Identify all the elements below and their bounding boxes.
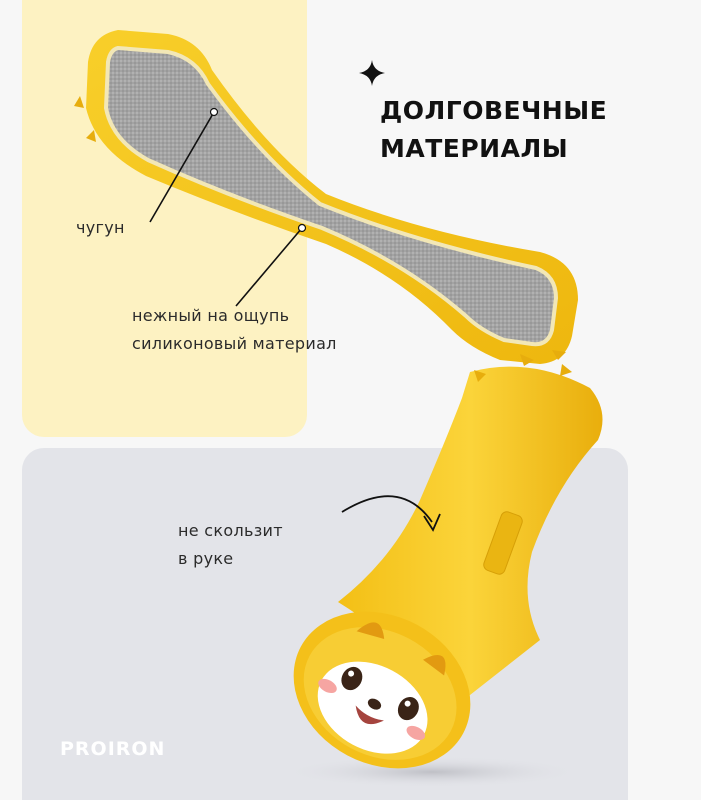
iron-callout-dot (209, 107, 219, 117)
shiba-face-icon (293, 611, 471, 769)
brand-logo: PROIRON (60, 738, 166, 760)
callout-silicone-line-1: нежный на ощупь (132, 306, 290, 325)
grip-callout-arrow (341, 495, 433, 523)
silicone-callout-dot (297, 223, 307, 233)
callout-grip: не скользит в руке (178, 517, 283, 573)
callout-grip-line-1: не скользит (178, 521, 283, 540)
upper-dumbbell (74, 30, 578, 366)
heading-line-2: МАТЕРИАЛЫ (380, 134, 569, 163)
heading-line-1: ДОЛГОВЕЧНЫЕ (380, 96, 608, 125)
callout-silicone: нежный на ощупь силиконовый материал (132, 302, 337, 358)
silicone-callout-line (235, 227, 303, 307)
callout-silicone-line-2: силиконовый материал (132, 334, 337, 353)
iron-callout-line (149, 111, 215, 223)
callout-iron: чугун (76, 218, 125, 237)
grip-arrowhead (423, 513, 441, 532)
sparkle-icon (359, 60, 385, 86)
callout-grip-line-2: в руке (178, 549, 234, 568)
lower-dumbbell (293, 364, 603, 769)
heading: ДОЛГОВЕЧНЫЕ МАТЕРИАЛЫ (380, 92, 607, 168)
dumbbell-shadow (282, 756, 582, 788)
